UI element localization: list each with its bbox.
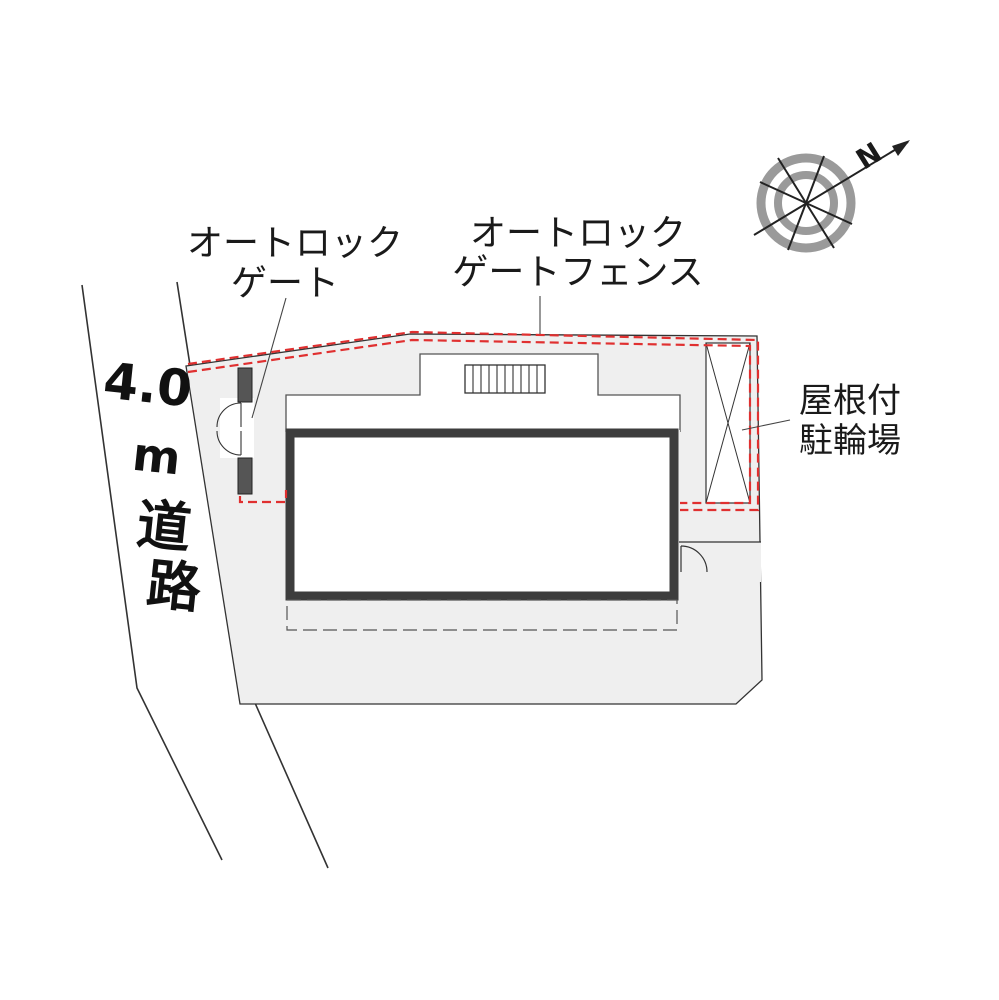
road-char-2: 路 xyxy=(144,552,205,620)
north-label: N xyxy=(850,136,887,176)
building-dashed-outline xyxy=(286,599,678,631)
building xyxy=(285,428,679,601)
gate-label-line1: オートロック xyxy=(187,223,403,264)
road-char-1: 道 xyxy=(134,492,194,560)
north-arrow-compass-icon xyxy=(753,140,910,253)
leader-lines xyxy=(251,296,791,431)
gate-label-line2: ゲート xyxy=(231,263,339,304)
autolock-fence xyxy=(187,330,760,512)
road-unit-label: m xyxy=(130,427,183,486)
door-icon xyxy=(679,541,761,582)
fence-label-line2: ゲートフェンス xyxy=(452,252,703,293)
road-left-edge xyxy=(81,284,223,861)
stairs-icon xyxy=(464,364,546,394)
gate-doors-icon xyxy=(216,367,254,495)
road-width-label: 4.0 xyxy=(101,352,195,419)
fence-label-line1: オートロック xyxy=(470,213,686,254)
parking-label-line2: 駐輪場 xyxy=(799,421,901,461)
bicycle-parking-area xyxy=(705,342,751,504)
parking-label-line1: 屋根付 xyxy=(799,381,901,421)
